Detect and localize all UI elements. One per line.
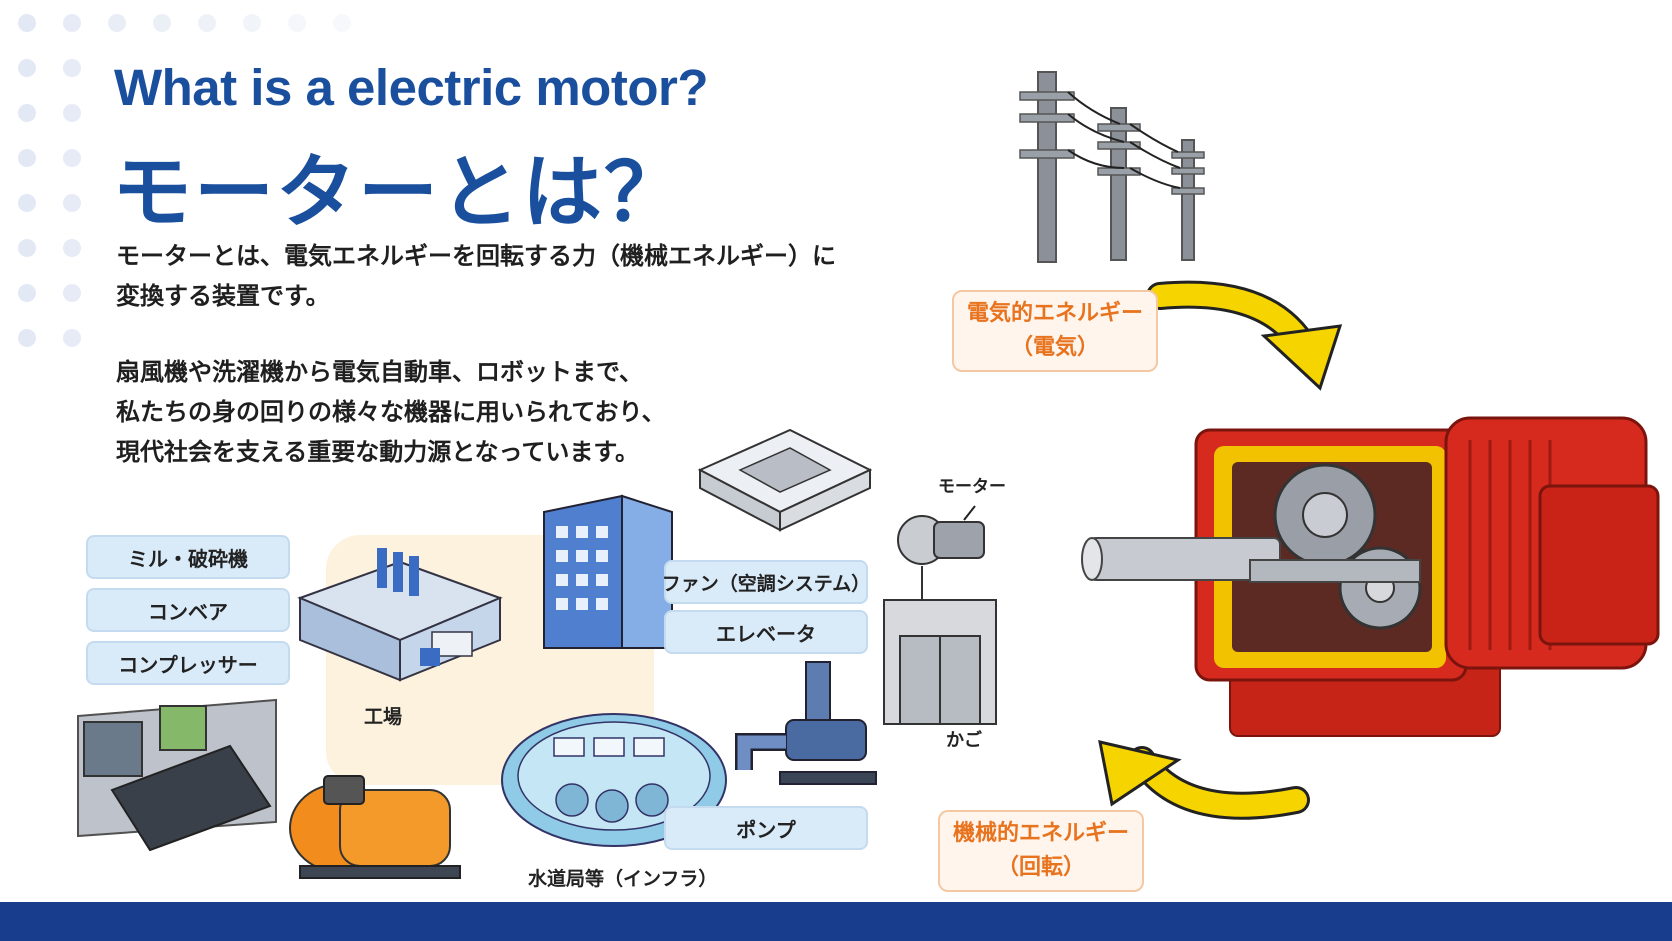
decorative-dot — [18, 284, 36, 302]
label-mill-crusher: ミル・破砕機 — [86, 535, 290, 579]
label-fan-hvac: ファン（空調システム） — [662, 560, 870, 604]
decorative-dot — [18, 239, 36, 257]
power-pole-icon — [1019, 71, 1205, 263]
mechanical-energy-title: 機械的エネルギー — [952, 821, 1129, 846]
elevator-icon — [883, 505, 997, 725]
label-compressor: コンプレッサー — [86, 641, 290, 685]
electrical-energy-title: 電気的エネルギー — [966, 301, 1143, 326]
detail-paragraph: 扇風機や洗濯機から電気自動車、ロボットまで、 私たちの身の回りの様々な機器に用い… — [116, 352, 666, 472]
decorative-dot — [18, 104, 36, 122]
detail-line: 扇風機や洗濯機から電気自動車、ロボットまで、 — [116, 358, 644, 386]
ceiling-air-conditioner-icon — [697, 428, 873, 532]
office-building-icon — [543, 494, 673, 649]
detail-line: 私たちの身の回りの様々な機器に用いられており、 — [116, 398, 666, 426]
intro-paragraph: モーターとは、電気エネルギーを回転する力（機械エネルギー）に 変換する装置です。 — [116, 236, 836, 316]
label-water-infrastructure: 水道局等（インフラ） — [528, 868, 718, 890]
decorative-dot — [63, 59, 81, 77]
label-conveyor: コンベア — [86, 588, 290, 632]
electrical-energy-subtitle: （電気） — [1010, 335, 1099, 360]
label-pump: ポンプ — [664, 806, 868, 850]
page-title-japanese: モーターとは？ — [112, 146, 686, 239]
footer-bar — [0, 902, 1672, 941]
label-elevator-motor: モーター — [938, 477, 1006, 497]
compressor-icon — [289, 775, 461, 879]
decorative-dot — [108, 14, 126, 32]
mechanical-energy-box: 機械的エネルギー （回転） — [938, 810, 1144, 892]
decorative-dot — [153, 14, 171, 32]
label-factory: 工場 — [364, 706, 403, 728]
decorative-dot — [198, 14, 216, 32]
decorative-dot — [18, 59, 36, 77]
dot-grid-decoration — [16, 12, 376, 352]
electrical-energy-box: 電気的エネルギー （電気） — [952, 290, 1158, 372]
decorative-dot — [243, 14, 261, 32]
decorative-dot — [63, 284, 81, 302]
decorative-dot — [18, 14, 36, 32]
factory-icon — [297, 548, 503, 682]
illustration-layer — [77, 71, 1660, 879]
detail-line: 現代社会を支える重要な動力源となっています。 — [116, 438, 639, 466]
intro-line: モーターとは、電気エネルギーを回転する力（機械エネルギー）に — [116, 242, 836, 270]
intro-line: 変換する装置です。 — [116, 282, 330, 310]
label-elevator-car: かご — [946, 730, 982, 751]
decorative-dot — [18, 194, 36, 212]
mechanical-energy-subtitle: （回転） — [996, 855, 1085, 880]
decorative-dot — [18, 329, 36, 347]
decorative-dot — [333, 14, 351, 32]
decorative-dot — [288, 14, 306, 32]
decorative-dot — [63, 194, 81, 212]
conveyor-machinery-icon — [77, 698, 277, 852]
decorative-dot — [63, 239, 81, 257]
pump-icon — [735, 661, 877, 785]
decorative-dot — [63, 14, 81, 32]
label-elevator: エレベータ — [664, 610, 868, 654]
decorative-dot — [18, 149, 36, 167]
page-title-english: What is a electric motor? — [114, 59, 708, 116]
decorative-dot — [63, 104, 81, 122]
decorative-dot — [63, 149, 81, 167]
energy-flow-arrow-icon — [1098, 280, 1343, 820]
decorative-dot — [63, 329, 81, 347]
geared-motor-cutaway-icon — [1081, 416, 1660, 737]
